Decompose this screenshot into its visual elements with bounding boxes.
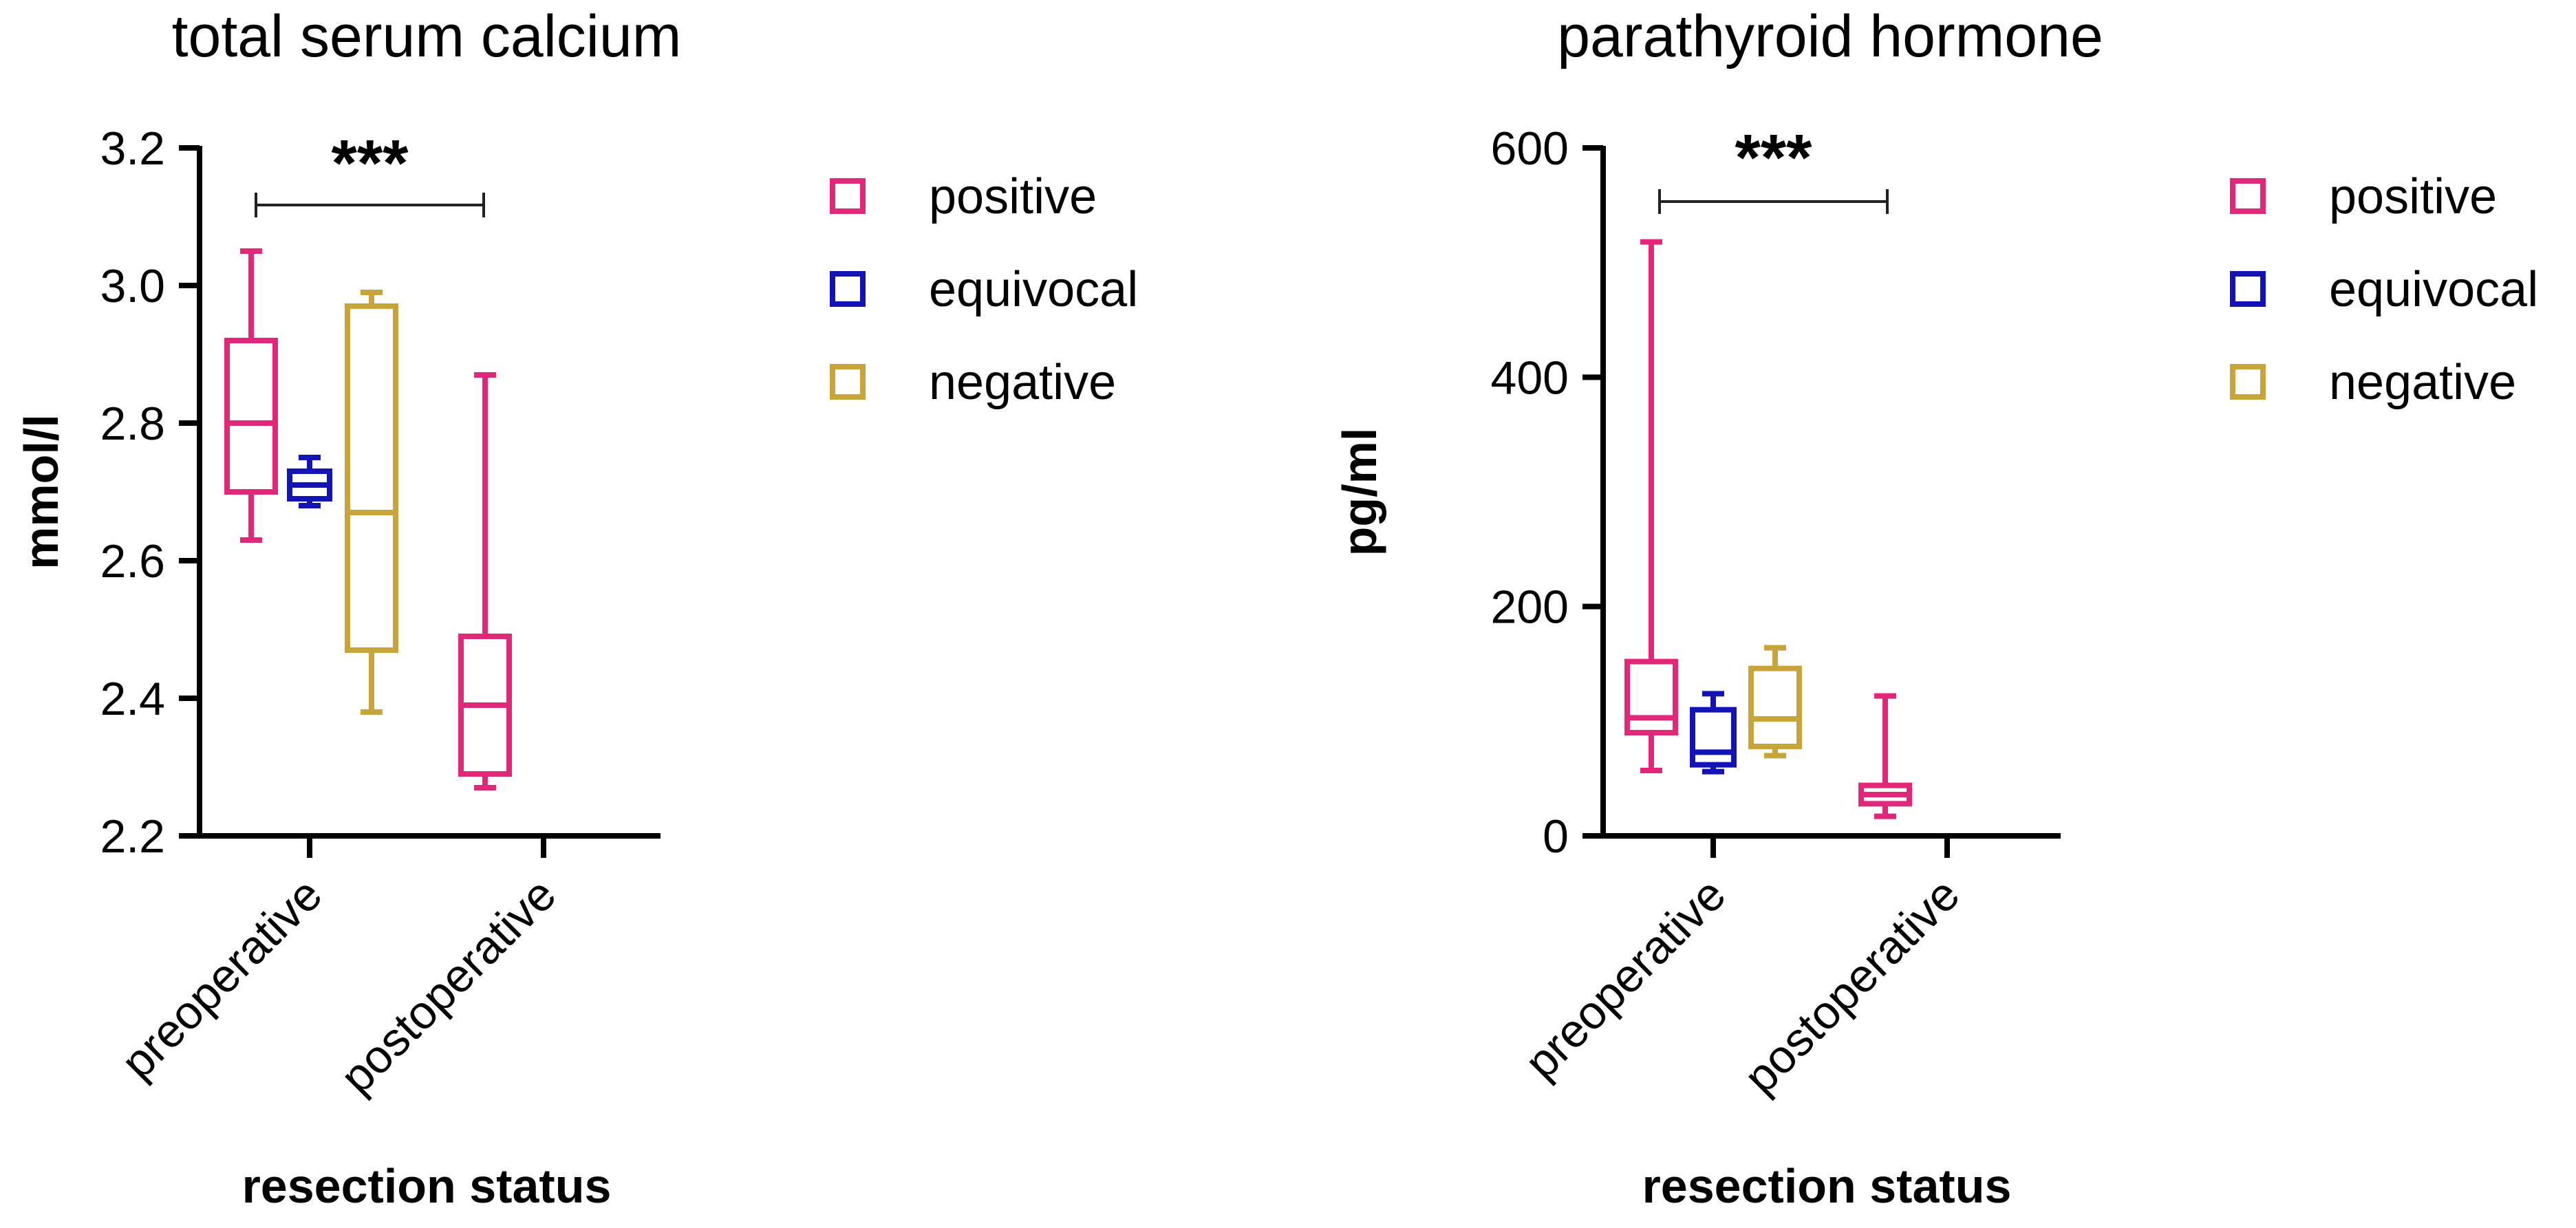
calcium-box-iqr xyxy=(345,303,398,653)
pth-legend-swatch-negative xyxy=(2230,364,2266,400)
calcium-box-negative-preoperative xyxy=(345,290,398,715)
calcium-y-tick-label: 2.8 xyxy=(100,398,165,450)
calcium-legend-swatch-equivocal xyxy=(830,271,866,307)
pth-legend: positive equivocal negative xyxy=(2230,169,2538,410)
pth-legend-item-positive: positive xyxy=(2230,169,2497,224)
pth-box-positive-preoperative xyxy=(1624,239,1678,773)
calcium-y-axis-label: mmol/l xyxy=(14,414,68,570)
pth-x-axis-label: resection status xyxy=(1642,1159,2012,1213)
calcium-legend-swatch-positive xyxy=(830,178,866,214)
pth-y-tick-label: 400 xyxy=(1491,352,1569,404)
pth-x-tick-label: preoperative xyxy=(1515,868,1736,1089)
calcium-legend-item-equivocal: equivocal xyxy=(830,262,1138,317)
calcium-x-tick-label: postoperative xyxy=(330,868,566,1103)
pth-legend-label-equivocal: equivocal xyxy=(2329,262,2538,317)
calcium-box-iqr xyxy=(224,338,278,495)
pth-legend-label-positive: positive xyxy=(2329,169,2497,224)
calcium-y-tick-label: 3.2 xyxy=(100,122,165,175)
pth-box-positive-postoperative xyxy=(1858,693,1912,819)
pth-legend-swatch-equivocal xyxy=(2230,271,2266,307)
calcium-y-tick-label: 2.6 xyxy=(100,535,165,588)
pth-legend-item-equivocal: equivocal xyxy=(2230,262,2538,317)
pth-x-tick-label: postoperative xyxy=(1734,868,1969,1103)
pth-box-iqr xyxy=(1690,707,1737,768)
pth-legend-item-negative: negative xyxy=(2230,355,2516,410)
calcium-significance-bracket: *** xyxy=(255,127,485,217)
pth-panel: parathyroid hormone pg/ml resection stat… xyxy=(1333,3,2538,1213)
pth-y-tick-label: 600 xyxy=(1491,122,1569,175)
calcium-box-positive-preoperative xyxy=(224,248,278,543)
pth-box-equivocal-preoperative xyxy=(1690,691,1737,775)
calcium-panel: total serum calcium mmol/l resection sta… xyxy=(14,3,1138,1213)
calcium-box-equivocal-preoperative xyxy=(287,455,332,508)
calcium-box-positive-postoperative xyxy=(458,372,512,790)
pth-y-axis-label: pg/ml xyxy=(1333,428,1386,557)
calcium-legend-swatch-negative xyxy=(830,364,866,400)
calcium-legend-label-equivocal: equivocal xyxy=(929,262,1138,317)
calcium-legend-item-positive: positive xyxy=(830,169,1097,224)
pth-significance-bracket: *** xyxy=(1658,121,1889,214)
calcium-legend-item-negative: negative xyxy=(830,355,1116,410)
calcium-y-tick-label: 2.4 xyxy=(100,673,165,725)
calcium-y-tick-label: 3.0 xyxy=(100,260,165,312)
pth-box-iqr xyxy=(1748,665,1802,750)
calcium-legend-label-negative: negative xyxy=(929,355,1116,410)
calcium-y-tick-label: 2.2 xyxy=(100,810,165,863)
pth-box-iqr xyxy=(1624,658,1678,736)
pth-legend-swatch-positive xyxy=(2230,178,2266,214)
pth-y-tick-label: 200 xyxy=(1491,581,1569,634)
calcium-legend-label-positive: positive xyxy=(929,169,1097,224)
pth-legend-label-negative: negative xyxy=(2329,355,2516,410)
calcium-legend: positive equivocal negative xyxy=(830,169,1138,410)
calcium-x-axis-label: resection status xyxy=(242,1159,612,1213)
pth-significance-label: *** xyxy=(1735,121,1812,195)
calcium-chart-title: total serum calcium xyxy=(172,3,682,69)
calcium-x-tick-label: preoperative xyxy=(111,868,332,1089)
pth-chart-title: parathyroid hormone xyxy=(1557,3,2103,69)
pth-y-tick-label: 0 xyxy=(1543,810,1569,863)
calcium-significance-label: *** xyxy=(331,127,409,200)
pth-box-negative-preoperative xyxy=(1748,645,1802,759)
calcium-plot-area: 2.2 2.4 2.6 2.8 3.0 3.2 preoperativepostoperat… xyxy=(100,122,661,1103)
